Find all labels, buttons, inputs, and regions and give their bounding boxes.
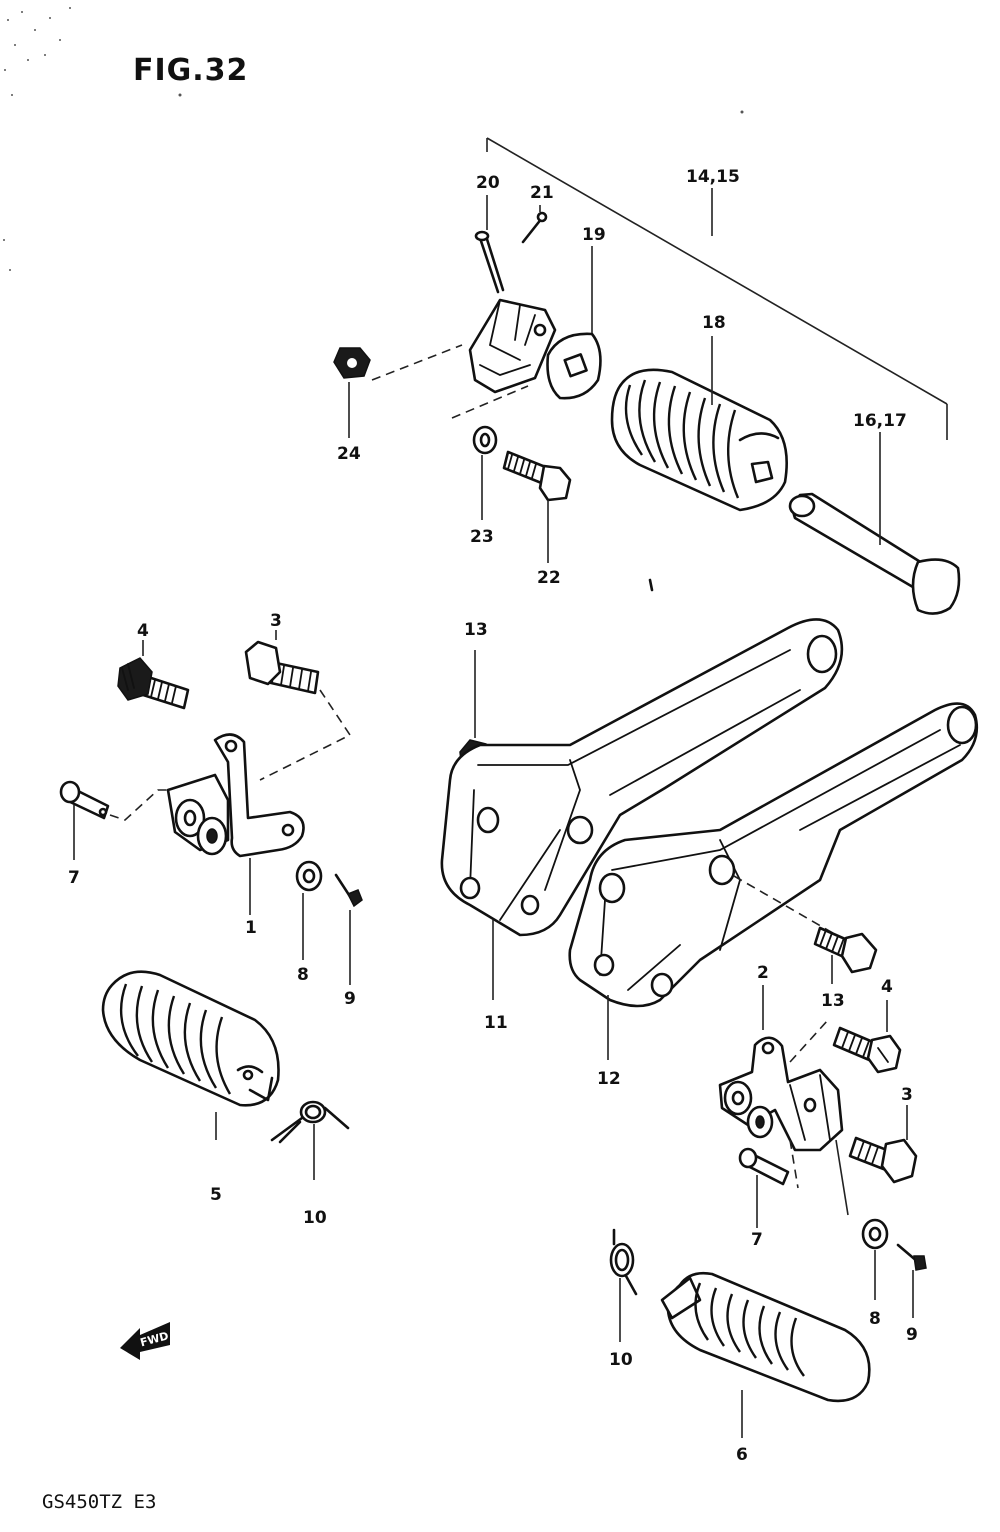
dash-7-right <box>789 1139 799 1189</box>
callout-13-right: 13 <box>821 991 845 1011</box>
callout-7-right: 7 <box>751 1230 763 1250</box>
bolt-22 <box>502 450 572 502</box>
model-code: GS450TZ E3 <box>42 1491 156 1513</box>
callout-4-left: 4 <box>137 621 149 641</box>
callout-23: 23 <box>470 527 494 547</box>
hinge-bracket-2 <box>718 1036 844 1152</box>
footrest-rubber-18 <box>610 368 788 512</box>
callout-18: 18 <box>702 313 726 333</box>
callout-21: 21 <box>530 183 554 203</box>
stray-mark <box>648 578 654 592</box>
bracket-assembly-outline <box>486 137 948 440</box>
dash-24 <box>371 344 463 381</box>
washer-8-left <box>295 860 323 892</box>
footrest-bracket-11 <box>440 618 844 937</box>
bolt-3-left <box>244 640 320 695</box>
footrest-rubber-6 <box>660 1271 871 1403</box>
callout-2: 2 <box>757 963 769 983</box>
callout-3-left: 3 <box>270 611 282 631</box>
footrest-bracket <box>468 298 557 394</box>
forward-arrow-icon: FWD <box>120 1322 170 1360</box>
callout-8-right: 8 <box>869 1309 881 1329</box>
callout-14-15: 14,15 <box>686 167 740 187</box>
callout-10-left: 10 <box>303 1208 327 1228</box>
dash-4-right <box>789 1019 829 1063</box>
spring-10-right <box>609 1228 638 1296</box>
cotter-pin-21 <box>521 211 548 244</box>
callout-9-right: 9 <box>906 1325 918 1345</box>
washer-8-right <box>861 1218 889 1250</box>
callout-19: 19 <box>582 225 606 245</box>
footrest-bracket-12 <box>568 702 979 1008</box>
bolt-13-right <box>813 926 878 974</box>
washer-23 <box>472 425 498 455</box>
dash-13-right <box>733 875 839 937</box>
callout-1: 1 <box>245 918 257 938</box>
dash-3-left <box>259 689 352 781</box>
dash-7-left <box>109 789 185 821</box>
plate-19 <box>546 332 602 400</box>
bolt-4-left <box>117 657 190 710</box>
callout-3-right: 3 <box>901 1085 913 1105</box>
hinge-bracket-1 <box>166 733 305 858</box>
callout-10-right: 10 <box>609 1350 633 1370</box>
callout-6: 6 <box>736 1445 748 1465</box>
bolt-4-right <box>832 1026 902 1074</box>
footrest-shaft-16-17 <box>788 492 961 615</box>
callout-5: 5 <box>210 1185 222 1205</box>
callout-12: 12 <box>597 1069 621 1089</box>
lead-8-right-dash <box>835 1139 849 1216</box>
callout-8-left: 8 <box>297 965 309 985</box>
screw-9-left <box>334 873 363 908</box>
callout-13-top: 13 <box>464 620 488 640</box>
callout-20: 20 <box>476 173 500 193</box>
callout-11: 11 <box>484 1013 508 1033</box>
pin-7-right <box>738 1147 790 1186</box>
callout-24: 24 <box>337 444 361 464</box>
bolt-20 <box>474 230 505 294</box>
figure-title: FIG.32 <box>133 53 248 88</box>
nut-24 <box>333 347 371 379</box>
callout-7-left: 7 <box>68 868 80 888</box>
callout-labels: 20 21 19 14,15 18 16,17 24 23 22 4 3 13 … <box>68 167 918 1465</box>
scan-noise <box>3 7 744 271</box>
screw-9-right <box>896 1243 927 1271</box>
dash-23 <box>451 385 529 419</box>
callout-9-left: 9 <box>344 989 356 1009</box>
bolt-3-right <box>848 1136 918 1184</box>
callout-4-right: 4 <box>881 977 893 997</box>
callout-16-17: 16,17 <box>853 411 907 431</box>
callout-22: 22 <box>537 568 561 588</box>
spring-10-left <box>270 1100 350 1144</box>
pin-7-left <box>59 780 110 820</box>
footrest-rubber-5 <box>101 970 280 1107</box>
